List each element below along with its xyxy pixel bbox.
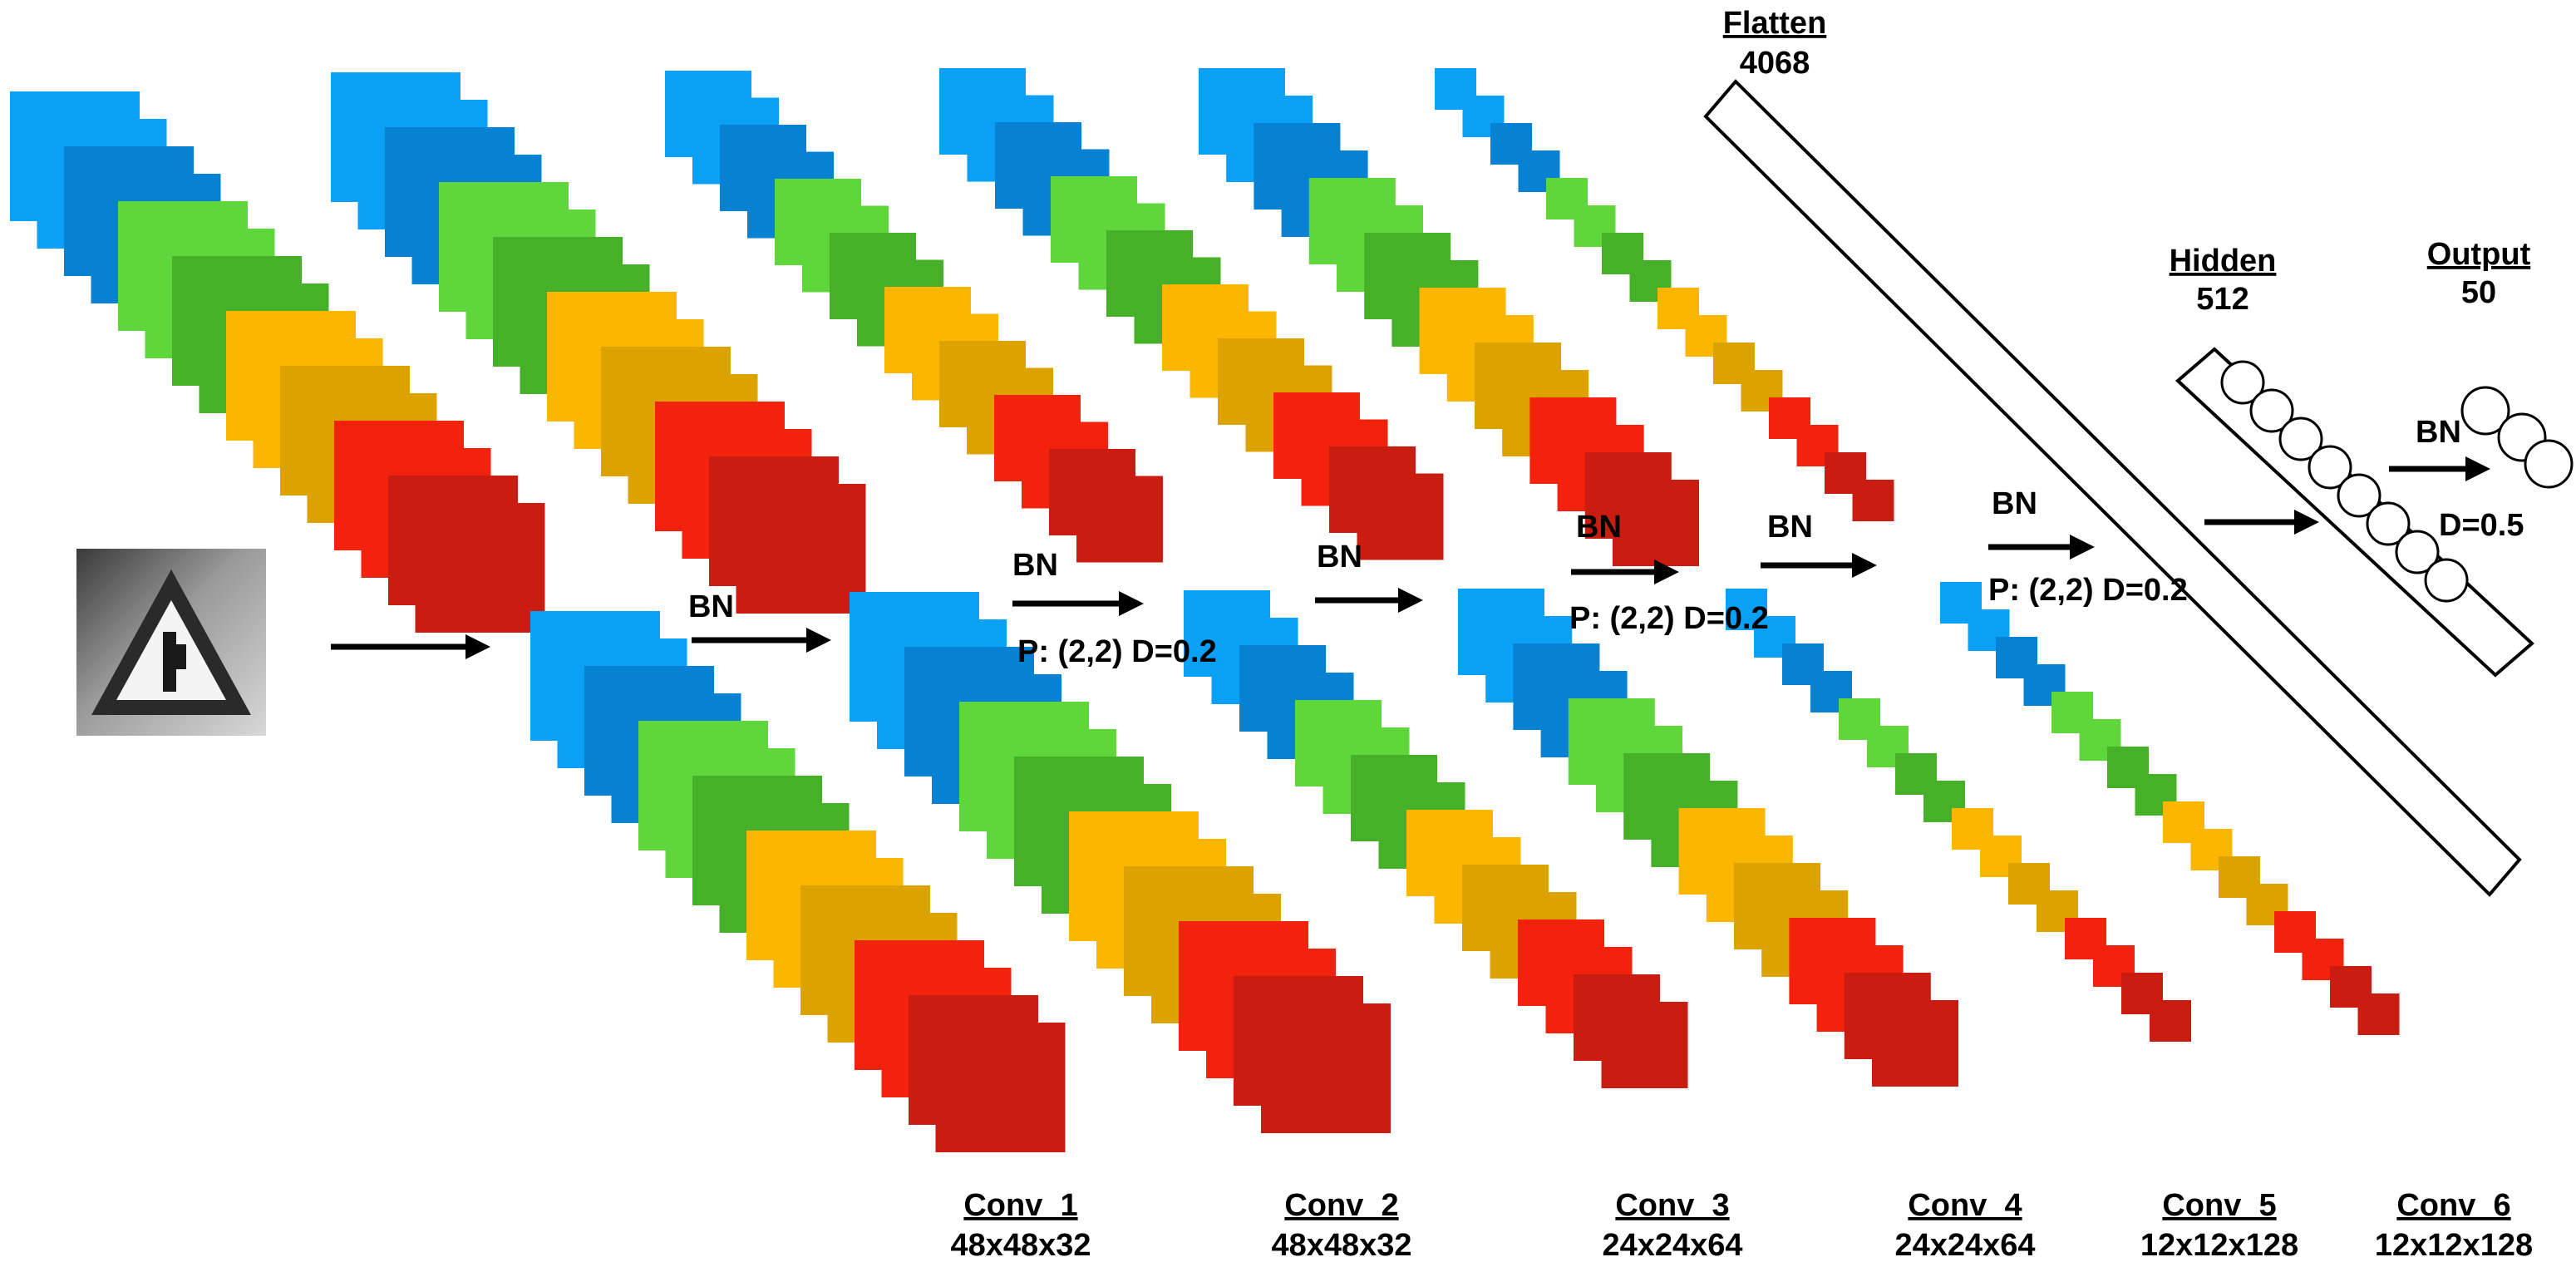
hidden-neuron [2395,530,2440,574]
bn-label-6: BN [1992,486,2037,521]
feature-stack-10 [1435,68,1894,521]
output-size: 50 [2461,275,2496,310]
conv5-dims: 12x12x128 [2140,1228,2298,1263]
output-title: Output [2427,237,2531,272]
feature-map [1613,480,1699,566]
feature-map [1357,473,1444,560]
bn-label-7: BN [2416,415,2461,450]
feature-stack-2 [331,72,866,614]
hidden-title: Hidden [2170,244,2277,279]
arrow-8 [2204,510,2319,535]
conv1-dims: 48x48x32 [950,1228,1091,1263]
feature-map [1601,1002,1688,1088]
hidden-neuron [2424,558,2469,603]
bn-label-1: BN [688,589,734,624]
conv-captions: Conv_1 48x48x32 Conv_2 48x48x32 Conv_3 2… [950,1188,2533,1263]
feature-map [2357,993,2400,1035]
arrow-5 [1571,560,1679,584]
output-layer [2460,386,2574,489]
pool-drop-label-1: P: (2,2) D=0.2 [1017,634,1217,669]
bn-label-4: BN [1576,510,1622,545]
annotations: BN BN P: (2,2) D=0.2 BN BN P: (2,2) D=0.… [688,415,2524,669]
hidden-neuron [2249,388,2294,433]
output-neuron [2524,439,2574,489]
bn-label-2: BN [1012,548,1058,583]
output-neuron [2460,386,2510,436]
conv1-title: Conv_1 [963,1188,1077,1223]
hidden-layer [2175,347,2534,678]
feature-stack-11 [1726,589,2191,1042]
feature-stack-6 [939,68,1444,560]
arrow-7 [1988,535,2095,560]
hidden-neuron [2337,473,2381,518]
feature-map [1261,1003,1391,1133]
hidden-neuron [2366,501,2411,546]
hidden-neuron [2308,445,2352,490]
conv3-dims: 24x24x64 [1602,1228,1742,1263]
feature-stack-12 [1940,582,2400,1035]
feature-map [2150,1000,2191,1042]
hidden-neuron [2278,417,2323,461]
conv6-title: Conv_6 [2396,1188,2510,1223]
feature-map-stacks [10,68,2400,1152]
bn-label-5: BN [1767,510,1813,545]
feature-stack-1 [10,91,545,633]
conv2-dims: 48x48x32 [1271,1228,1411,1263]
feature-stack-5 [850,592,1391,1133]
feature-stack-7 [1184,590,1688,1088]
conv2-title: Conv_2 [1284,1188,1398,1223]
feature-stack-8 [1199,68,1699,566]
pool-drop-label-2: P: (2,2) D=0.2 [1569,601,1769,636]
dense-titles: Flatten 4068 Hidden 512 Output 50 [1723,6,2531,317]
conv5-title: Conv_5 [2162,1188,2276,1223]
arrow-1 [331,634,490,659]
flatten-title: Flatten [1723,6,1827,41]
flatten-layer [1703,79,2522,897]
feature-map [736,484,866,614]
arrow-9 [2389,456,2490,481]
flatten-size: 4068 [1740,46,1810,81]
conv3-title: Conv_3 [1615,1188,1729,1223]
arrow-4 [1315,588,1423,613]
conv6-dims: 12x12x128 [2375,1228,2533,1263]
feature-map [415,503,545,633]
arrow-2 [692,628,831,653]
feature-map [1852,480,1894,521]
conv4-dims: 24x24x64 [1894,1228,2035,1263]
hidden-neuron [2220,360,2265,405]
bn-label-3: BN [1317,540,1362,574]
feature-map [1872,1000,1958,1087]
feature-stack-9 [1458,589,1958,1087]
feature-stack-4 [665,71,1163,563]
pool-drop-label-3: P: (2,2) D=0.2 [1988,573,2188,608]
dropout-label: D=0.5 [2439,508,2524,543]
arrow-6 [1761,553,1877,578]
arrow-3 [1012,591,1144,616]
hidden-size: 512 [2196,282,2248,317]
conv4-title: Conv_4 [1908,1188,2022,1223]
feature-stack-3 [530,611,1066,1152]
feature-map [935,1023,1066,1152]
input-image [76,549,266,736]
feature-map [1076,476,1163,563]
flow-arrows [331,456,2490,659]
